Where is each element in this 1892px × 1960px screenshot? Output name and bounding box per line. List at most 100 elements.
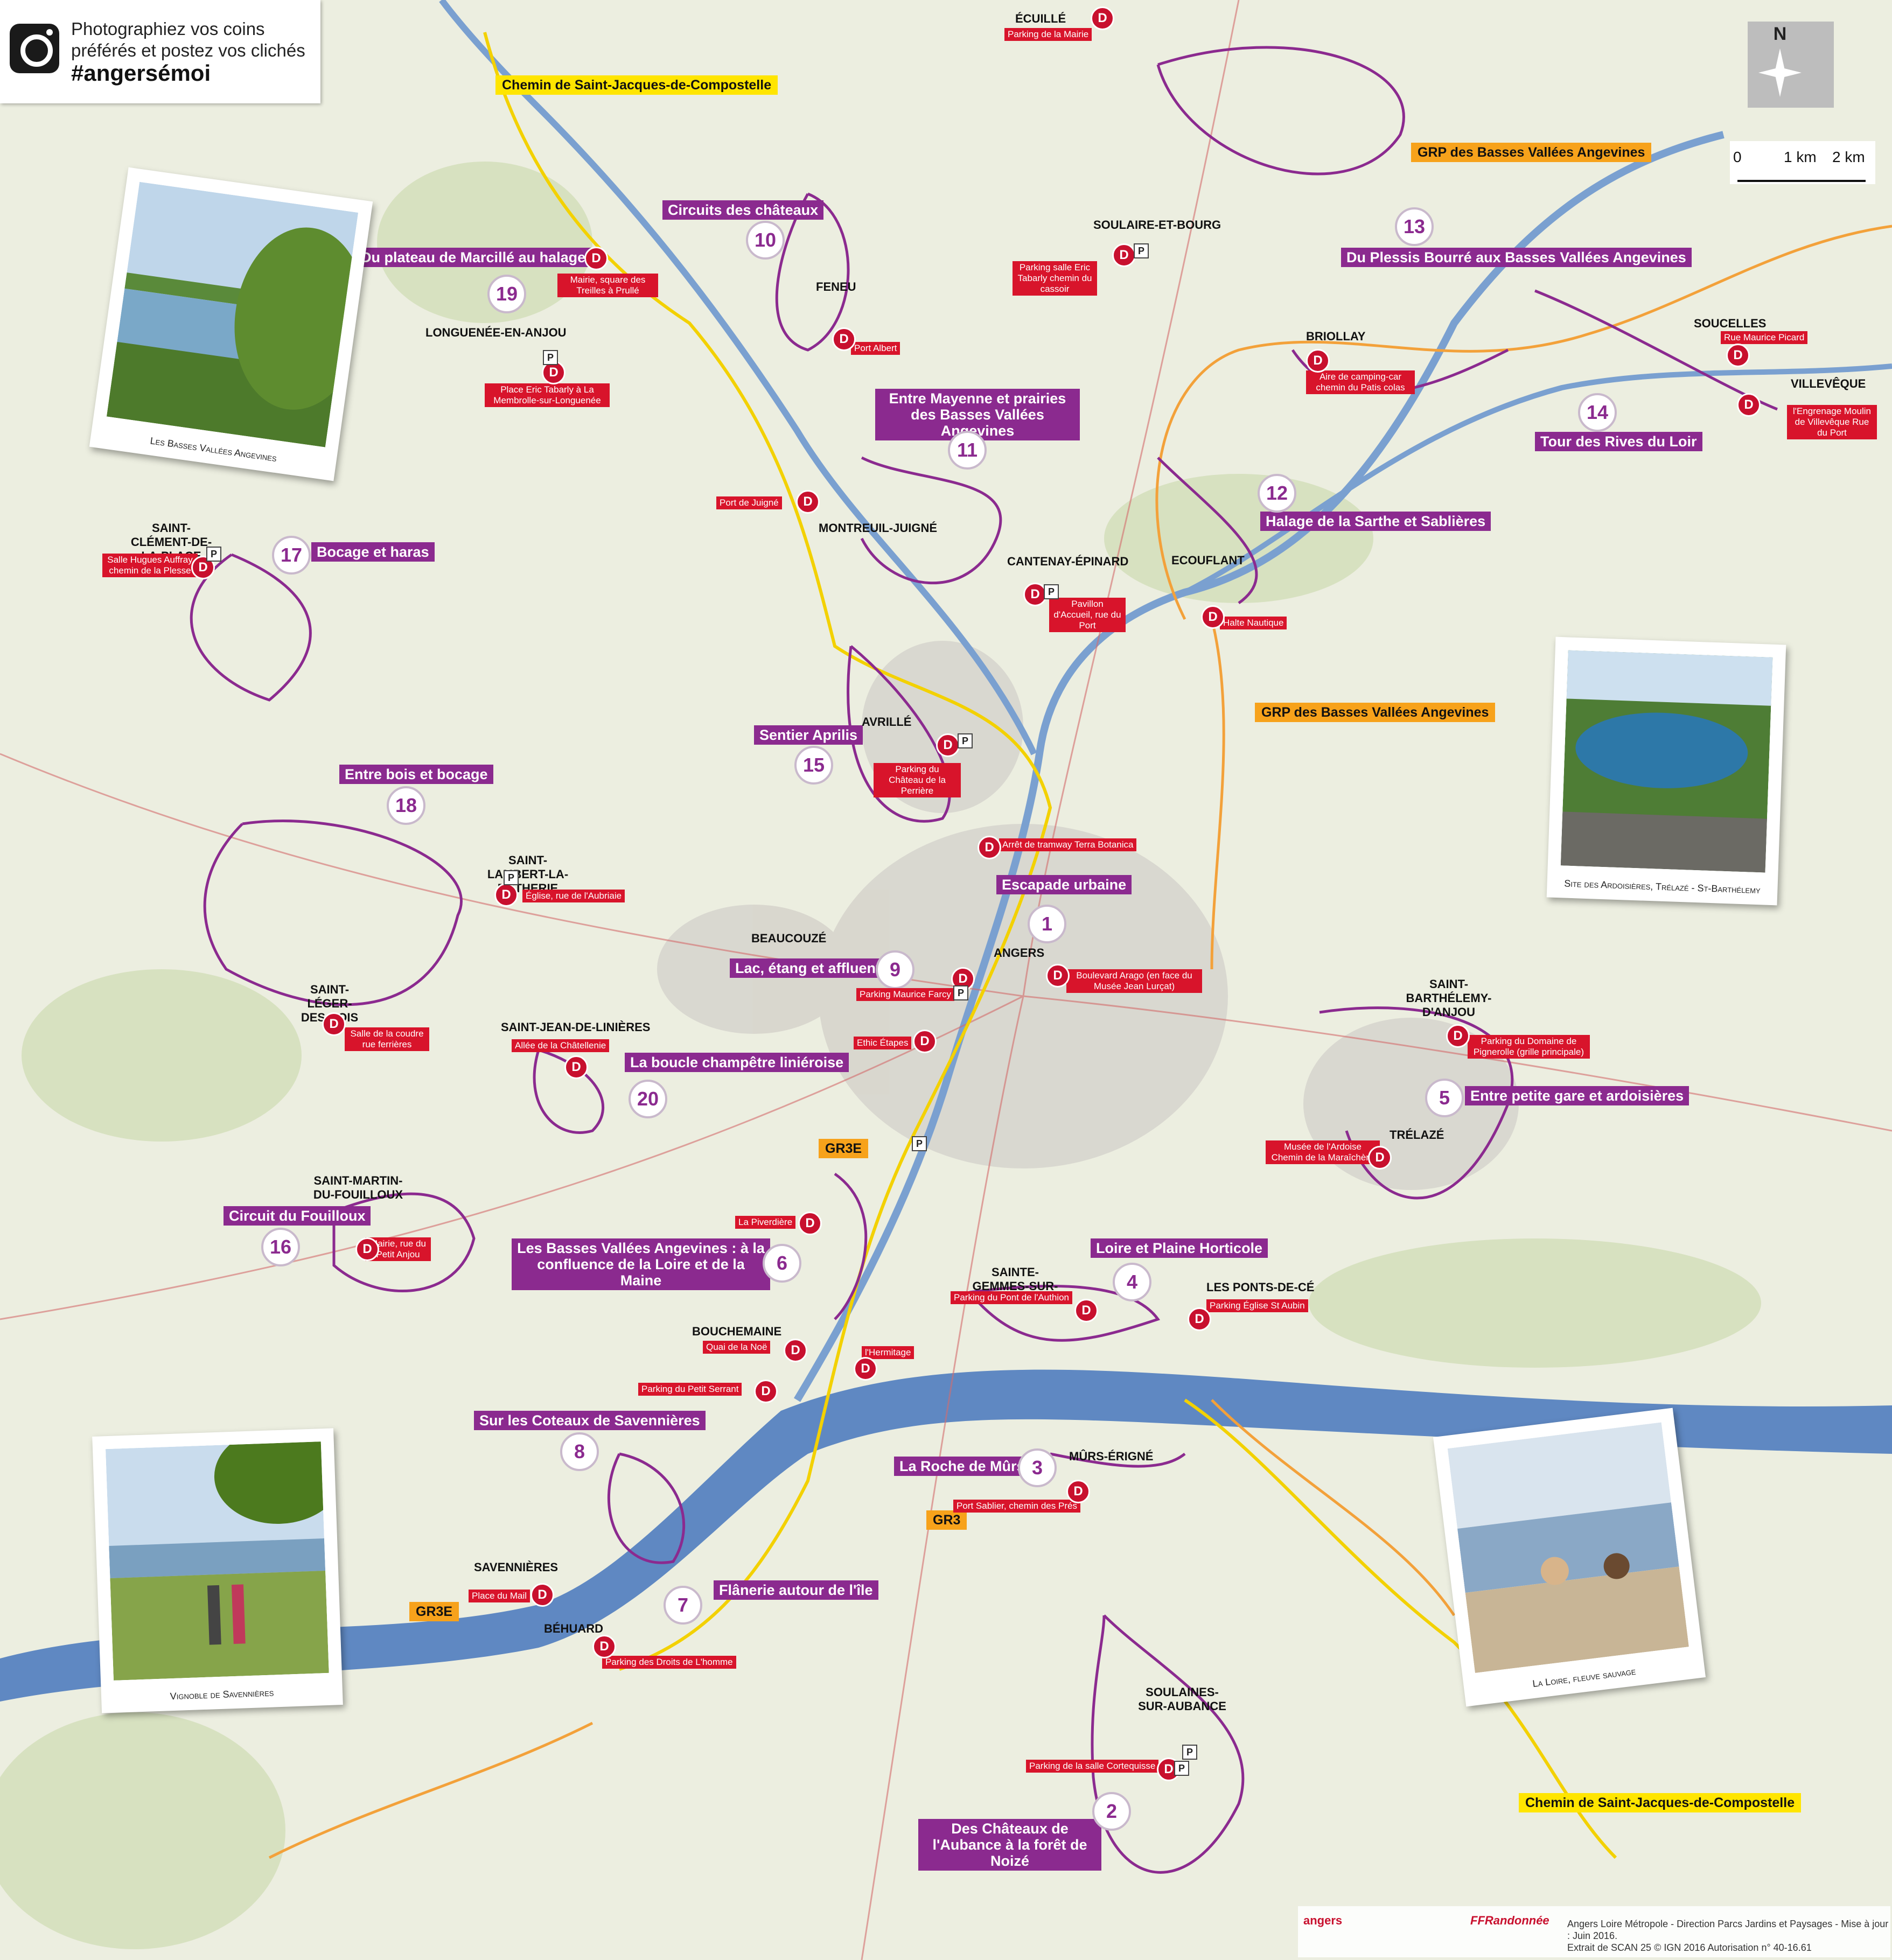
compass-rose: N [1748, 22, 1834, 108]
start-pin-icon[interactable]: D [754, 1380, 778, 1403]
credit-text: Angers Loire Métropole - Direction Parcs… [1567, 1918, 1890, 1954]
parking-p-icon: P [504, 870, 519, 885]
start-pin-icon[interactable]: D [978, 836, 1001, 859]
start-pin-icon[interactable]: D [1446, 1024, 1470, 1048]
start-pin-icon[interactable]: D [1046, 964, 1070, 988]
start-pin-icon[interactable]: D [784, 1339, 807, 1362]
route-5-title[interactable]: Entre petite gare et ardoisières [1465, 1086, 1689, 1105]
route-number-12[interactable]: 12 [1258, 474, 1296, 513]
route-7-title[interactable]: Flânerie autour de l'île [714, 1580, 878, 1600]
start-pin-icon[interactable]: D [1091, 6, 1114, 30]
route-number-16[interactable]: 16 [261, 1228, 300, 1266]
route-number-7[interactable]: 7 [664, 1586, 702, 1625]
parking-label: l'Hermitage [862, 1346, 914, 1359]
town-ecouflant: ECOUFLANT [1171, 554, 1245, 567]
route-number-17[interactable]: 17 [272, 536, 311, 575]
parking-p-icon: P [1182, 1745, 1197, 1760]
route-number-4[interactable]: 4 [1113, 1263, 1151, 1301]
route-number-15[interactable]: 15 [794, 746, 833, 785]
start-pin-icon[interactable]: D [913, 1030, 937, 1053]
route-4-title[interactable]: Loire et Plaine Horticole [1091, 1238, 1268, 1258]
parking-label: Parking de la Mairie [1004, 28, 1092, 41]
town-soucelles: SOUCELLES [1694, 317, 1767, 330]
route-17-title[interactable]: Bocage et haras [311, 542, 435, 562]
route-number-18[interactable]: 18 [387, 786, 425, 825]
parking-label: Port Sablier, chemin des Prés [953, 1500, 1080, 1513]
start-pin-icon[interactable]: D [854, 1357, 877, 1381]
town-avrille: AVRILLÉ [862, 715, 912, 729]
town-angers: ANGERS [994, 946, 1045, 960]
parking-label: Musée de l'Ardoise Chemin de la Maraîchè… [1266, 1140, 1380, 1164]
start-pin-icon[interactable]: D [1023, 583, 1047, 606]
credit-line-2: Extrait de SCAN 25 © IGN 2016 Autorisati… [1567, 1942, 1812, 1953]
route-number-14[interactable]: 14 [1578, 393, 1617, 432]
parking-p-icon: P [912, 1136, 927, 1151]
route-16-title[interactable]: Circuit du Fouilloux [224, 1206, 371, 1226]
start-pin-icon[interactable]: D [936, 733, 960, 757]
start-pin-icon[interactable]: D [798, 1212, 822, 1235]
town-ecuille: ÉCUILLÉ [1015, 12, 1066, 25]
start-pin-icon[interactable]: D [1201, 605, 1225, 629]
route-number-9[interactable]: 9 [876, 950, 914, 989]
photo-image [1560, 650, 1773, 873]
route-number-2[interactable]: 2 [1092, 1792, 1131, 1831]
route-number-13[interactable]: 13 [1395, 207, 1434, 246]
town-st-barthelemy: SAINT-BARTHÉLEMY-D'ANJOU [1406, 977, 1492, 1019]
route-20-title[interactable]: La boucle champêtre liniéroise [625, 1053, 849, 1072]
start-pin-icon[interactable]: D [355, 1237, 379, 1261]
route-number-20[interactable]: 20 [629, 1080, 667, 1118]
start-pin-icon[interactable]: D [1368, 1146, 1392, 1170]
route-18-title[interactable]: Entre bois et bocage [339, 765, 493, 784]
start-pin-icon[interactable]: D [592, 1635, 616, 1658]
route-14-title[interactable]: Tour des Rives du Loir [1535, 432, 1702, 451]
compass-icon [1758, 48, 1802, 97]
town-villeveque: VILLEVÊQUE [1791, 377, 1866, 390]
town-feneu: FENEU [816, 280, 856, 293]
route-3-title[interactable]: La Roche de Mûrs [894, 1457, 1030, 1476]
photo-image [105, 1441, 329, 1681]
parking-p-icon: P [958, 733, 973, 748]
start-pin-icon[interactable]: D [530, 1583, 554, 1607]
route-number-11[interactable]: 11 [948, 431, 987, 470]
start-pin-icon[interactable]: D [1188, 1307, 1211, 1331]
photo-vignoble: Vignoble de Savennières [92, 1428, 343, 1713]
parking-label: Parking du Domaine de Pignerolle (grille… [1468, 1035, 1590, 1059]
route-11-title[interactable]: Entre Mayenne et prairies des Basses Val… [875, 389, 1080, 440]
start-pin-icon[interactable]: D [1726, 344, 1750, 367]
route-10-title[interactable]: Circuits des châteaux [662, 200, 824, 220]
parking-label: Aire de camping-car chemin du Patis cola… [1306, 370, 1415, 394]
instagram-banner: Photographiez vos coins préférés et post… [0, 0, 320, 103]
route-12-title[interactable]: Halage de la Sarthe et Sablières [1260, 512, 1491, 531]
start-pin-icon[interactable]: D [584, 247, 608, 270]
parking-label: Halte Nautique [1220, 617, 1287, 629]
route-number-6[interactable]: 6 [763, 1244, 801, 1283]
route-8-title[interactable]: Sur les Coteaux de Savennières [474, 1411, 706, 1430]
start-pin-icon[interactable]: D [1074, 1299, 1098, 1322]
route-1-title[interactable]: Escapade urbaine [996, 875, 1132, 894]
start-pin-icon[interactable]: D [1112, 243, 1136, 267]
route-15-title[interactable]: Sentier Aprilis [754, 725, 863, 745]
parking-label: Mairie, square des Treilles à Prullé [557, 274, 658, 297]
start-pin-icon[interactable]: D [1737, 393, 1761, 417]
start-pin-icon[interactable]: D [1306, 349, 1330, 373]
parking-label: Parking du Pont de l'Authion [951, 1291, 1073, 1304]
start-pin-icon[interactable]: D [494, 883, 518, 907]
route-6-title[interactable]: Les Basses Vallées Angevines : à la conf… [512, 1238, 770, 1290]
route-2-title[interactable]: Des Châteaux de l'Aubance à la forêt de … [918, 1819, 1101, 1871]
route-19-title[interactable]: Du plateau de Marcillé au halage [355, 248, 591, 267]
start-pin-icon[interactable]: D [832, 327, 856, 351]
north-label: N [1773, 24, 1787, 44]
route-number-10[interactable]: 10 [746, 221, 785, 260]
route-number-5[interactable]: 5 [1425, 1079, 1464, 1117]
route-number-1[interactable]: 1 [1028, 905, 1066, 943]
route-number-19[interactable]: 19 [487, 275, 526, 313]
start-pin-icon[interactable]: D [564, 1055, 588, 1079]
route-number-3[interactable]: 3 [1018, 1448, 1057, 1487]
route-9-title[interactable]: Lac, étang et affluent [730, 958, 886, 978]
start-pin-icon[interactable]: D [796, 490, 820, 514]
route-number-8[interactable]: 8 [560, 1432, 599, 1471]
start-pin-icon[interactable]: D [1066, 1480, 1090, 1503]
town-bouchemaine: BOUCHEMAINE [692, 1325, 782, 1338]
route-13-title[interactable]: Du Plessis Bourré aux Basses Vallées Ang… [1341, 248, 1692, 267]
start-pin-icon[interactable]: D [322, 1012, 346, 1036]
